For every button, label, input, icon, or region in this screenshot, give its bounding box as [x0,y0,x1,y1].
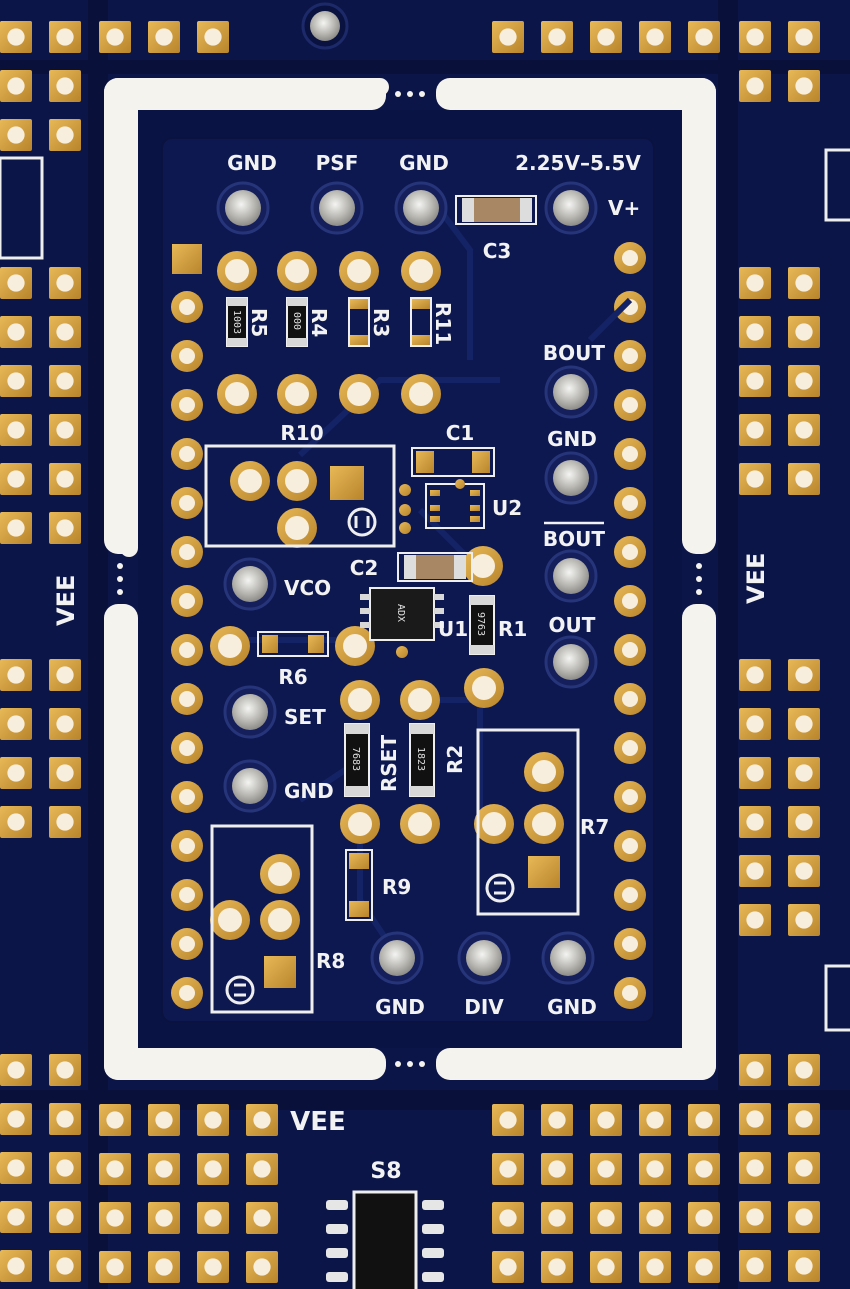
r1-marking: 9763 [475,612,486,636]
label-gnd-top-1: GND [227,151,277,175]
top-mounting-pad [301,2,349,50]
side-footprints [0,148,850,1032]
u1-chip: ADX [360,587,444,658]
refdes-r10: R10 [280,421,323,445]
c2-capacitor [397,552,473,582]
refdes-c2: C2 [350,556,379,580]
label-gnd-bottom-1: GND [375,995,425,1019]
refdes-r9: R9 [382,875,411,899]
rset-marking: 7683 [350,747,361,771]
label-voltage: 2.25V–5.5V [515,151,641,175]
c1-footprint [411,447,495,477]
label-div: DIV [464,995,504,1019]
refdes-r5: R5 [247,308,271,337]
label-bout-bar: BOUT [543,527,605,551]
r2-resistor: 1823 [409,723,435,797]
refdes-r6: R6 [278,665,307,689]
refdes-r4: R4 [307,308,331,337]
rset-resistor: 7683 [344,723,370,797]
u1-marking: ADX [395,604,406,622]
refdes-r2: R2 [443,745,467,774]
s8-footprint [326,1190,444,1289]
label-gnd-bottom-2: GND [547,995,597,1019]
label-out: OUT [549,613,596,637]
pin1-square-pad [172,244,202,274]
refdes-c1: C1 [446,421,475,445]
r8-square-pad [264,956,296,988]
refdes-c3: C3 [483,239,512,263]
label-vplus: V+ [608,196,640,220]
refdes-r3: R3 [369,308,393,337]
protoboard-pad-grid [0,21,820,1283]
label-psf: PSF [316,151,359,175]
r6-footprint [257,631,329,657]
test-points [216,181,598,985]
label-gnd-left: GND [284,779,334,803]
trimmer-outlines [204,444,580,1014]
c3-capacitor [455,195,537,225]
r9-footprint [345,849,373,921]
label-gnd-right: GND [547,427,597,451]
breakout-slot-frame [104,78,716,1080]
label-vee-bottom: VEE [290,1107,346,1137]
label-vee-right: VEE [742,553,770,604]
r5-marking: 1003 [231,310,242,334]
r7-square-pad [528,856,560,888]
label-bout: BOUT [543,341,605,365]
r4-marking: 000 [291,312,302,330]
label-set: SET [284,705,326,729]
r10-square-pad [330,466,364,500]
resistor-array: 1003 000 [226,297,432,347]
label-s8: S8 [370,1159,401,1184]
refdes-r1: R1 [498,617,527,641]
label-vco: VCO [284,576,331,600]
silkscreen-labels: GND PSF GND 2.25V–5.5V V+ C3 R5 R4 R3 R1… [52,151,770,1184]
refdes-r7: R7 [580,815,609,839]
refdes-rset: RSET [377,735,401,792]
refdes-r11: R11 [431,302,455,345]
refdes-r8: R8 [316,949,345,973]
label-vee-left: VEE [52,575,80,626]
right-header-pins [614,242,646,1009]
through-hole-pads [210,251,564,940]
label-gnd-top-2: GND [399,151,449,175]
u2-footprint [399,479,485,534]
r1-resistor: 9763 [469,595,495,655]
refdes-u1: U1 [438,617,468,641]
left-header-pins [171,291,203,1009]
refdes-u2: U2 [492,496,522,520]
r2-marking: 1823 [415,747,426,771]
